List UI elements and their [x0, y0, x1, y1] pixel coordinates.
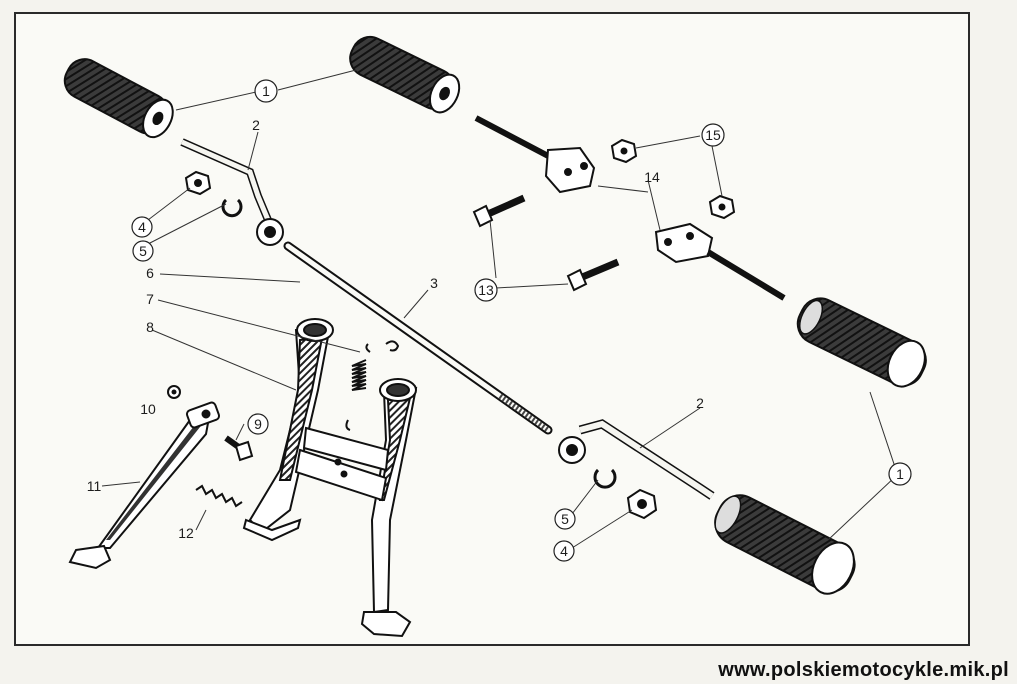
stand-spring-hook: [385, 340, 400, 352]
label-10: 10: [140, 401, 156, 417]
callout-4-left: 4: [131, 216, 153, 238]
footrest-bracket-lower: [654, 222, 786, 301]
footrest-rubber-upper-left: [63, 58, 174, 139]
label-12: 12: [178, 525, 194, 541]
svg-text:4: 4: [560, 543, 568, 559]
svg-text:5: 5: [561, 511, 569, 527]
footrest-bracket-upper: [474, 115, 596, 194]
svg-text:4: 4: [138, 219, 146, 235]
callout-13: 13: [474, 278, 498, 302]
svg-text:1: 1: [262, 83, 270, 99]
stand-spring: [345, 343, 371, 431]
spring-washer-left: [221, 198, 243, 218]
callout-15: 15: [701, 123, 725, 147]
footrest-arm-right: [558, 419, 715, 500]
bracket-nut-lower: [708, 194, 736, 220]
svg-text:5: 5: [139, 243, 147, 259]
svg-text:1: 1: [896, 466, 904, 482]
leader-lines: [101, 69, 897, 549]
svg-text:9: 9: [254, 416, 262, 432]
footrest-rubber-right-lower: [714, 494, 856, 595]
svg-text:13: 13: [478, 282, 494, 298]
label-14: 14: [644, 169, 660, 185]
footrest-rubber-right-upper: [796, 297, 927, 388]
website-watermark: www.polskiemotocykle.mik.pl: [718, 659, 1009, 681]
footrest-rubber-upper-center: [349, 35, 461, 114]
callout-5-right: 5: [554, 508, 576, 530]
side-stand-pivot-bolt: [224, 435, 254, 462]
bracket-nut-upper: [610, 138, 638, 164]
label-2-right: 2: [696, 395, 704, 411]
callout-1-right: 1: [888, 462, 912, 486]
centre-stand: [242, 318, 418, 638]
label-6: 6: [146, 265, 154, 281]
nut-right: [626, 488, 658, 520]
callout-9: 9: [247, 413, 269, 435]
side-stand-spring: [195, 484, 243, 508]
label-7: 7: [146, 291, 154, 307]
nut-left: [184, 170, 212, 196]
callout-5-left: 5: [132, 240, 154, 262]
callout-4-right: 4: [553, 540, 575, 562]
mounting-bolt-lower: [566, 258, 620, 292]
label-2-left: 2: [252, 117, 260, 133]
spring-washer-right: [593, 468, 617, 489]
footrest-arm-left: [180, 138, 284, 246]
label-3: 3: [430, 275, 438, 291]
footrest-through-rod: [283, 241, 553, 435]
label-11: 11: [87, 478, 102, 494]
callout-1-upper: 1: [254, 79, 278, 103]
side-stand-nut: [167, 385, 181, 399]
mounting-bolt-upper: [472, 194, 526, 228]
side-stand: [68, 401, 221, 570]
label-8: 8: [146, 319, 154, 335]
svg-text:15: 15: [705, 127, 721, 143]
